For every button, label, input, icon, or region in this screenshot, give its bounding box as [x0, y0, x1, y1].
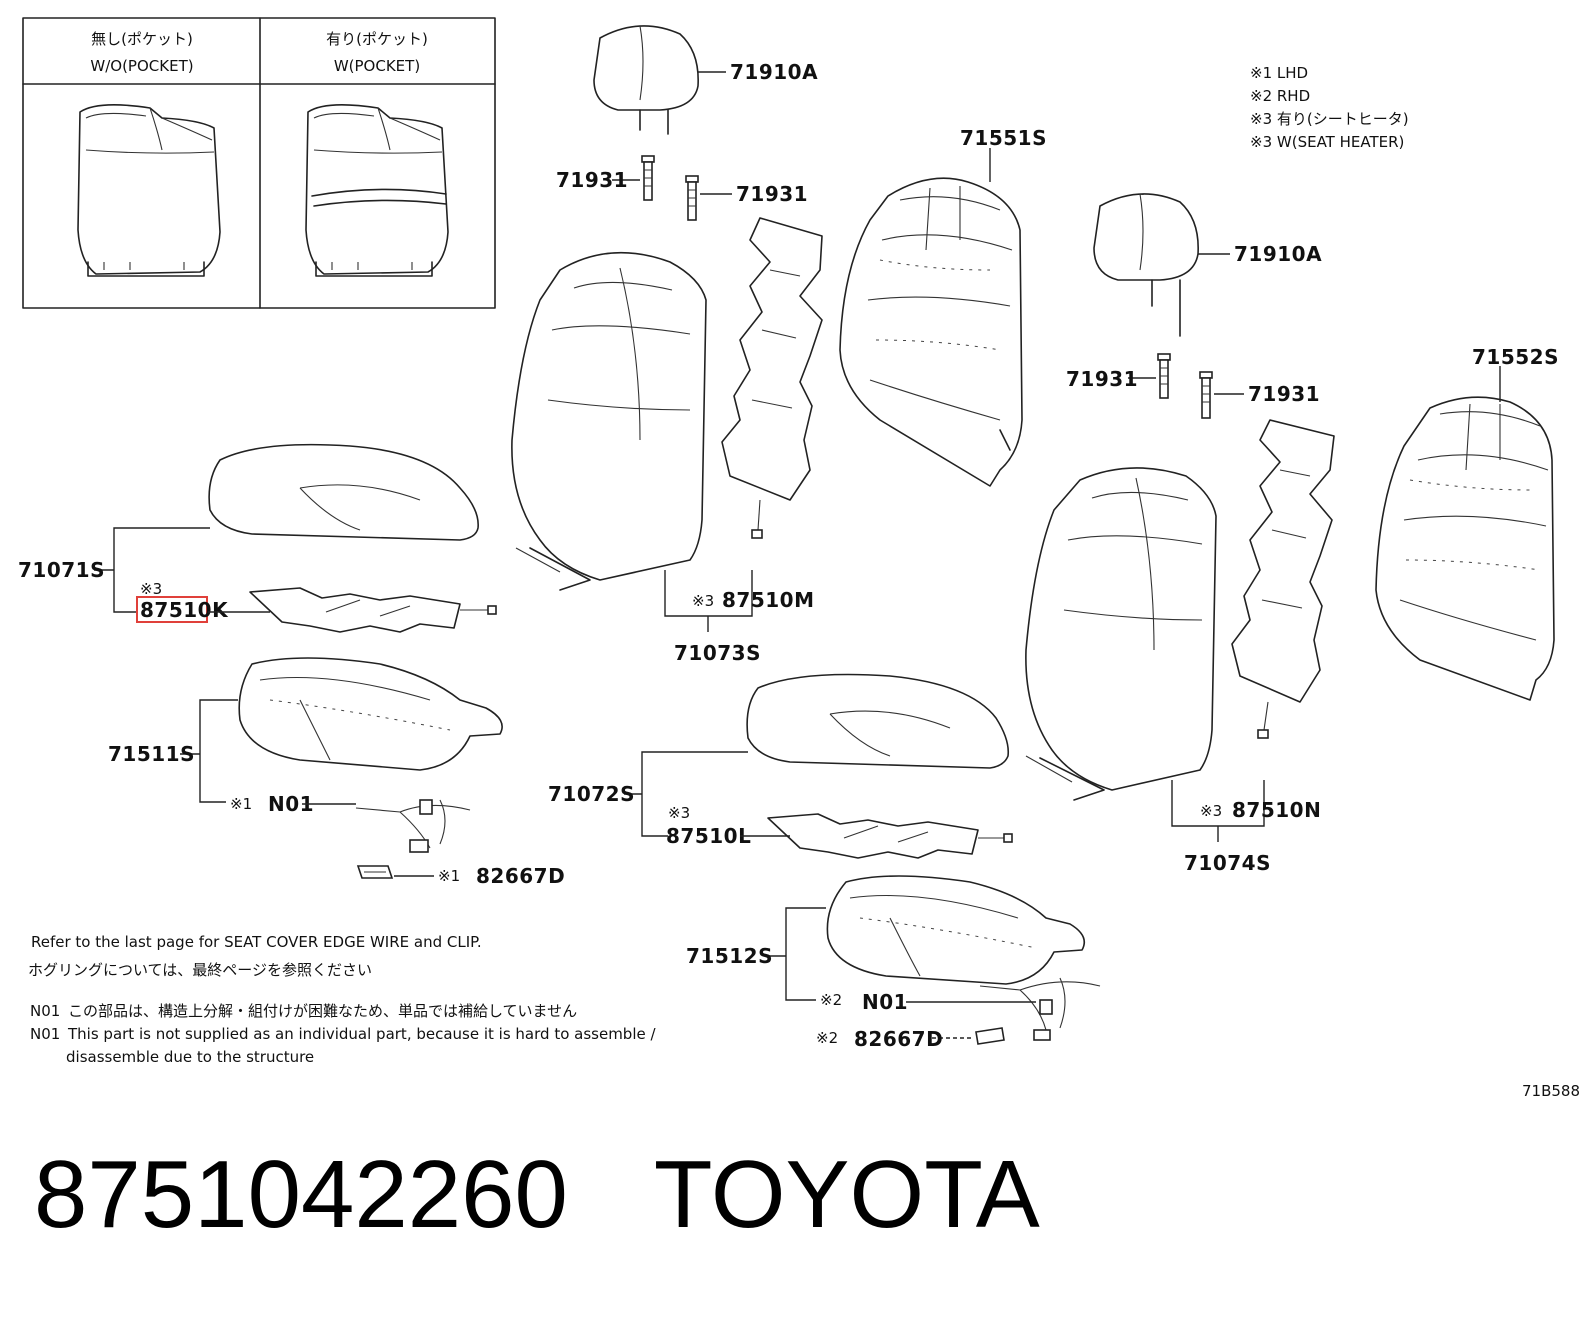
pocket-variant-inset: 無し(ポケット) W/O(POCKET) 有り(ポケット) W(POCKET) — [22, 17, 496, 309]
cushion-cover-left-drawing — [208, 443, 479, 541]
mark-heater-k: ※3 — [140, 580, 162, 598]
inset-right-title-jp: 有り(ポケット) — [326, 30, 428, 48]
notes: Refer to the last page for SEAT COVER ED… — [28, 933, 656, 1066]
headrest-guide-right-a-drawing — [1157, 353, 1171, 399]
label-guide-right-a: 71931 — [1066, 367, 1138, 391]
mark-harness-left: ※1 — [230, 795, 252, 813]
seatback-cover-right-drawing — [1025, 467, 1217, 801]
label-heater-k[interactable]: 87510K — [140, 598, 229, 622]
seatback-pad-left-drawing — [839, 177, 1023, 487]
label-headrest-left: 71910A — [730, 60, 818, 84]
seat-heater-harness-right-drawing — [979, 977, 1101, 1041]
note-n01-tag-en: N01 — [30, 1025, 60, 1043]
label-guide-right-b: 71931 — [1248, 382, 1320, 406]
connector-clip-right-drawing — [975, 1027, 1005, 1045]
mark-clip-left: ※1 — [438, 867, 460, 885]
label-cushion-pad-right: 71512S — [686, 944, 773, 968]
seatback-without-pocket-drawing — [77, 104, 221, 277]
footer-caption: 8751042260 TOYOTA — [34, 1140, 1040, 1250]
headrest-guide-left-b-drawing — [685, 175, 699, 221]
cushion-pad-left-drawing — [238, 657, 503, 771]
legend: ※1 LHD ※2 RHD ※3 有り(シートヒータ) ※3 W(SEAT HE… — [1250, 64, 1409, 151]
label-cushion-cover-left: 71071S — [18, 558, 105, 582]
legend-seat-heater-jp: ※3 有り(シートヒータ) — [1250, 110, 1409, 128]
legend-seat-heater-en: ※3 W(SEAT HEATER) — [1250, 133, 1404, 151]
legend-rhd: ※2 RHD — [1250, 87, 1310, 105]
seatback-cover-left-drawing — [511, 251, 707, 591]
diagram-reference-code: 71B588 — [1522, 1082, 1580, 1100]
inset-frame — [22, 17, 496, 309]
label-harness-right: N01 — [862, 990, 908, 1014]
inset-left-title-en: W/O(POCKET) — [90, 57, 193, 75]
mark-harness-right: ※2 — [820, 991, 842, 1009]
cushion-heater-left-drawing — [249, 587, 497, 633]
label-clip-left: 82667D — [476, 864, 565, 888]
seatback-pad-right-drawing — [1375, 396, 1555, 701]
note-n01-jp: この部品は、構造上分解・組付けが困難なため、単品では補給していません — [68, 1002, 577, 1020]
cushion-cover-right-drawing — [746, 673, 1010, 769]
mark-clip-right: ※2 — [816, 1029, 838, 1047]
label-clip-right: 82667D — [854, 1027, 943, 1051]
mark-heater-l: ※3 — [668, 804, 690, 822]
mark-heater-m: ※3 — [692, 592, 714, 610]
note-refer-jp: ホグリングについては、最終ページを参照ください — [28, 961, 372, 979]
bracket-cushion-pad-left — [199, 699, 238, 803]
headrest-right-drawing — [1093, 193, 1199, 337]
label-cushion-pad-left: 71511S — [108, 742, 195, 766]
seatback-with-pocket-drawing — [305, 104, 449, 277]
headrest-left-drawing — [593, 25, 699, 135]
note-n01-en-1: This part is not supplied as an individu… — [67, 1025, 656, 1043]
label-seatback-pad-right: 71552S — [1472, 345, 1559, 369]
label-heater-n: 87510N — [1232, 798, 1321, 822]
connector-clip-left-drawing — [356, 865, 394, 879]
label-heater-m: 87510M — [722, 588, 814, 612]
headrest-guide-right-b-drawing — [1199, 371, 1213, 419]
note-n01-en-2: disassemble due to the structure — [66, 1048, 314, 1066]
label-guide-left-a: 71931 — [556, 168, 628, 192]
cushion-heater-right-drawing — [767, 813, 1013, 859]
label-headrest-right: 71910A — [1234, 242, 1322, 266]
legend-lhd: ※1 LHD — [1250, 64, 1308, 82]
label-guide-left-b: 71931 — [736, 182, 808, 206]
headrest-guide-left-a-drawing — [641, 155, 655, 201]
note-n01-tag-jp: N01 — [30, 1002, 60, 1020]
inset-right-title-en: W(POCKET) — [334, 57, 420, 75]
seat-heater-harness-left-drawing — [355, 799, 471, 853]
label-seatback-cover-right: 71074S — [1184, 851, 1271, 875]
note-refer-en: Refer to the last page for SEAT COVER ED… — [31, 933, 482, 951]
seatback-heater-left-drawing — [721, 217, 823, 539]
footer-part-number: 8751042260 — [34, 1141, 568, 1248]
label-seatback-cover-left: 71073S — [674, 641, 761, 665]
label-seatback-pad-left: 71551S — [960, 126, 1047, 150]
footer-brand: TOYOTA — [653, 1141, 1040, 1248]
label-heater-l: 87510L — [666, 824, 751, 848]
highlight-heater-k — [136, 596, 208, 623]
mark-heater-n: ※3 — [1200, 802, 1222, 820]
label-cushion-cover-right: 71072S — [548, 782, 635, 806]
seatback-heater-right-drawing — [1231, 419, 1335, 739]
cushion-pad-right-drawing — [826, 875, 1086, 985]
inset-left-title-jp: 無し(ポケット) — [91, 30, 193, 48]
